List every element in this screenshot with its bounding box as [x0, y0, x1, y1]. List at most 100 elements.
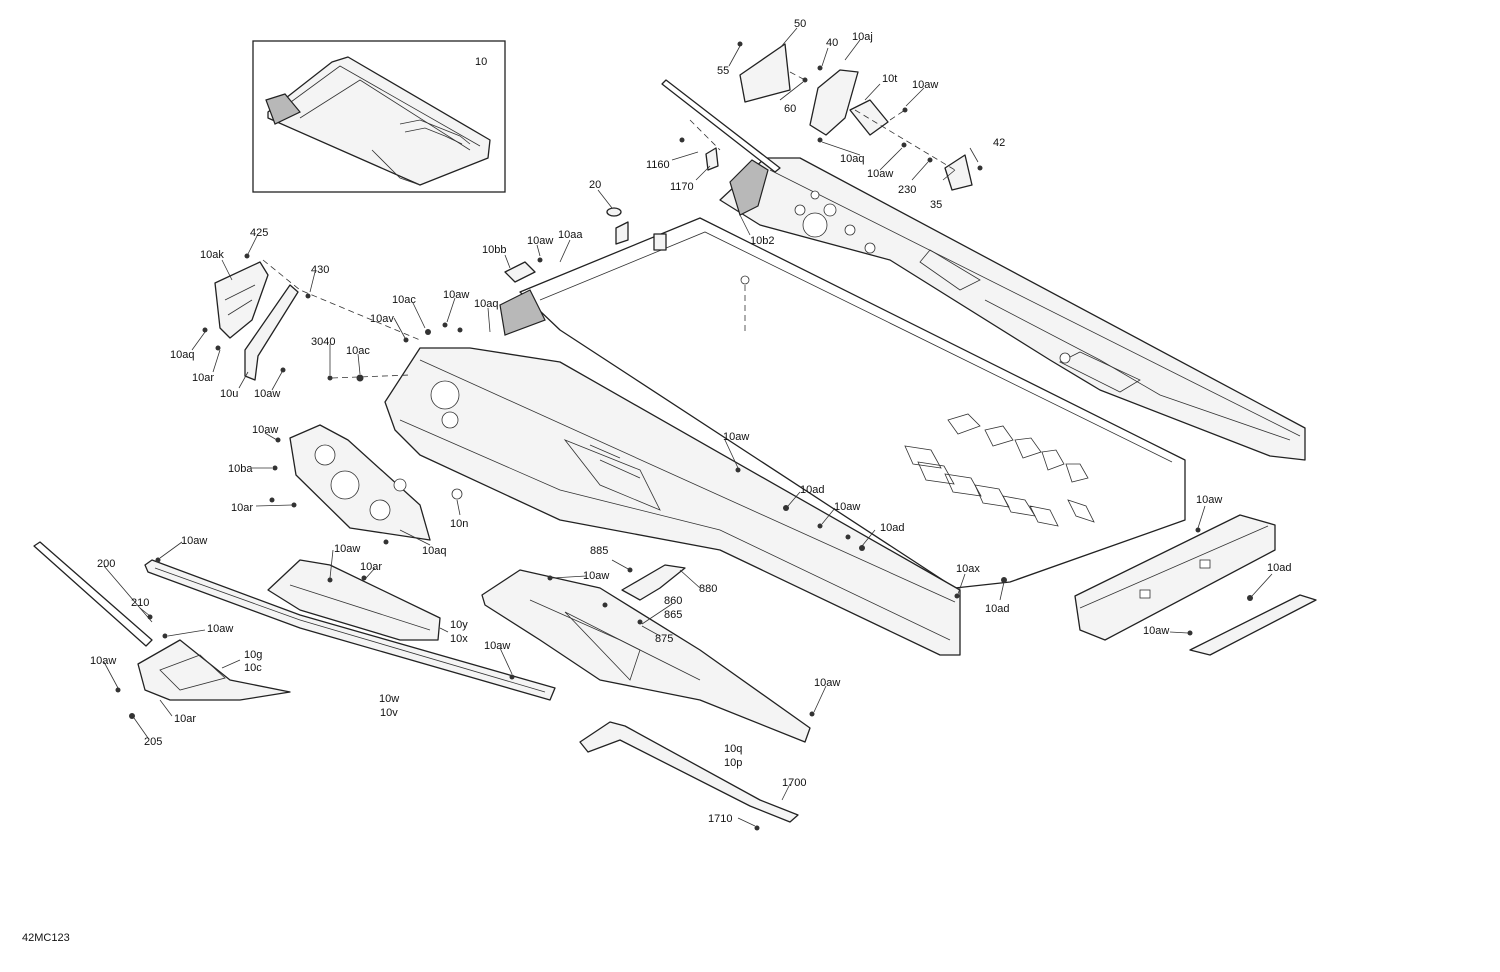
bracket-1170	[705, 147, 719, 171]
callout-10aw: 10aw	[252, 424, 278, 436]
callout-42: 42	[993, 137, 1005, 149]
callout-10ad: 10ad	[800, 484, 824, 496]
runner-1700	[579, 721, 799, 823]
callout-10aq: 10aq	[170, 349, 194, 361]
callout-885: 885	[590, 545, 608, 557]
callout-1170: 1170	[670, 181, 694, 193]
callout-430: 430	[311, 264, 329, 276]
callout-10u: 10u	[220, 388, 238, 400]
callout-10aw: 10aw	[1143, 625, 1169, 637]
callout-10ac: 10ac	[346, 345, 370, 357]
callout-10g: 10g	[244, 649, 262, 661]
callout-10ax: 10ax	[956, 563, 980, 575]
bracket-10aj	[809, 69, 889, 136]
callout-10aw: 10aw	[912, 79, 938, 91]
bracket-880	[621, 564, 686, 601]
callout-10ar: 10ar	[360, 561, 382, 573]
bracket-10bb	[504, 261, 536, 283]
callout-10aw: 10aw	[90, 655, 116, 667]
protector-plate-50	[739, 43, 791, 103]
callout-860: 860	[664, 595, 682, 607]
footrest-rail-10q	[481, 569, 811, 743]
fasteners	[115, 41, 1253, 831]
callout-10aw: 10aw	[1196, 494, 1222, 506]
callout-230: 230	[898, 184, 916, 196]
callout-10aq: 10aq	[422, 545, 446, 557]
inset-chassis-thumbnail	[265, 56, 491, 186]
callout-1710: 1710	[708, 813, 732, 825]
callout-10aw: 10aw	[527, 235, 553, 247]
callout-10ak: 10ak	[200, 249, 224, 261]
callout-10ba: 10ba	[228, 463, 253, 475]
callout-10c: 10c	[244, 662, 262, 674]
callout-200: 200	[97, 558, 115, 570]
callout-10y: 10y	[450, 619, 468, 631]
leader-lines	[103, 27, 1273, 827]
callout-10aw: 10aw	[834, 501, 860, 513]
gusset-plate	[289, 424, 431, 541]
tunnel-vent-slots	[904, 413, 1095, 527]
callout-20: 20	[589, 179, 601, 191]
callout-10aa: 10aa	[558, 229, 583, 241]
callout-10aw: 10aw	[867, 168, 893, 180]
callout-10v: 10v	[380, 707, 398, 719]
grommet-10n	[451, 488, 463, 500]
callout-865: 865	[664, 609, 682, 621]
callout-875: 875	[655, 633, 673, 645]
runner-rail-10w	[144, 559, 556, 701]
callout-3040: 3040	[311, 336, 335, 348]
grommet-20	[606, 207, 629, 245]
rail-holes	[794, 190, 1071, 364]
callout-10ac: 10ac	[392, 294, 416, 306]
callout-10ar: 10ar	[192, 372, 214, 384]
diagram-code: 42MC123	[22, 932, 70, 944]
callout-10b2: 10b2	[750, 235, 774, 247]
callout-10x: 10x	[450, 633, 468, 645]
callout-10q: 10q	[724, 743, 742, 755]
callout-10t: 10t	[882, 73, 897, 85]
callout-35: 35	[930, 199, 942, 211]
callout-1700: 1700	[782, 777, 806, 789]
callout-880: 880	[699, 583, 717, 595]
callout-labels: 50 40 10aj 55 60 10t 10aw 10aq 10aw 42 2…	[90, 18, 1291, 825]
callout-10aw: 10aw	[723, 431, 749, 443]
callout-55: 55	[717, 65, 729, 77]
callout-10ad: 10ad	[880, 522, 904, 534]
steering-rod-200	[33, 541, 153, 647]
callout-10ad: 10ad	[985, 603, 1009, 615]
callout-10aw: 10aw	[207, 623, 233, 635]
callout-1160: 1160	[646, 159, 670, 171]
lower-bracket-10g	[137, 639, 291, 701]
callout-10aw: 10aw	[443, 289, 469, 301]
callout-10aw: 10aw	[814, 677, 840, 689]
callout-205: 205	[144, 736, 162, 748]
callout-10aj: 10aj	[852, 31, 873, 43]
callout-10aw: 10aw	[181, 535, 207, 547]
bracket-10ad-right	[1189, 594, 1317, 656]
callout-40: 40	[826, 37, 838, 49]
inset-reference-box: 10	[252, 40, 506, 193]
inset-label: 10	[475, 56, 487, 68]
bracket-35	[944, 154, 973, 191]
callout-10aw: 10aw	[583, 570, 609, 582]
tunnel-plate	[519, 217, 1186, 589]
callout-10aq: 10aq	[474, 298, 498, 310]
callout-10aw: 10aw	[334, 543, 360, 555]
side-panel-10ak	[214, 261, 269, 339]
callout-10w: 10w	[379, 693, 399, 705]
callout-10bb: 10bb	[482, 244, 506, 256]
assembly-lines	[262, 71, 956, 379]
cross-member-right	[1074, 514, 1276, 641]
callout-425: 425	[250, 227, 268, 239]
callout-10aw: 10aw	[254, 388, 280, 400]
callout-50: 50	[794, 18, 806, 30]
callout-10aw: 10aw	[484, 640, 510, 652]
callout-10n: 10n	[450, 518, 468, 530]
left-side-rail	[384, 289, 961, 656]
callout-10ar: 10ar	[174, 713, 196, 725]
callout-10av: 10av	[370, 313, 394, 325]
callout-210: 210	[131, 597, 149, 609]
right-side-rail	[719, 157, 1306, 461]
callout-10aq: 10aq	[840, 153, 864, 165]
